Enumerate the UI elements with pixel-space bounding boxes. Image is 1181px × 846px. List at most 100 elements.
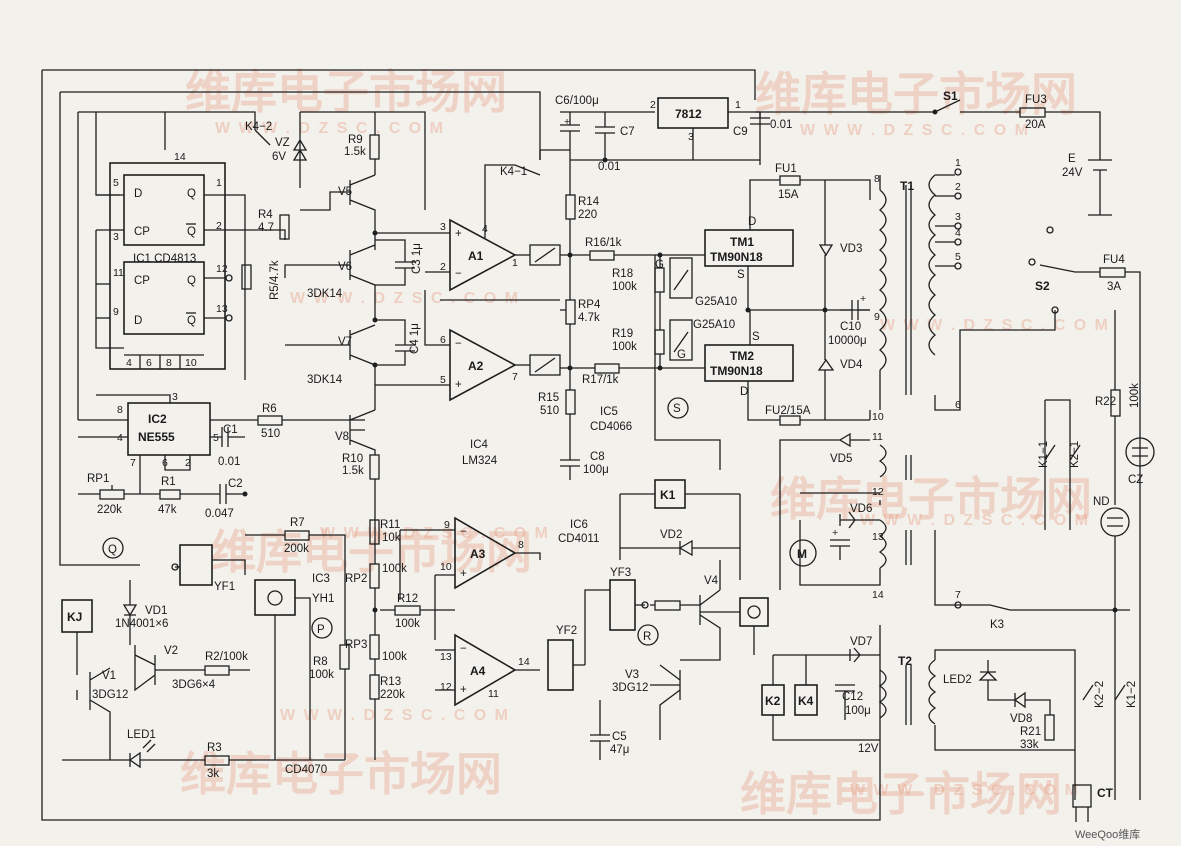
svg-text:1.5k: 1.5k	[344, 146, 366, 158]
svg-text:9: 9	[874, 311, 880, 323]
svg-text:R21: R21	[1020, 726, 1041, 738]
svg-text:9: 9	[444, 519, 450, 531]
svg-text:RP2: RP2	[345, 573, 367, 585]
svg-text:LED1: LED1	[127, 729, 156, 741]
svg-text:IC4: IC4	[470, 439, 489, 451]
svg-text:5: 5	[113, 177, 119, 189]
svg-text:3DK14: 3DK14	[307, 374, 343, 386]
svg-text:11: 11	[113, 267, 124, 279]
svg-text:E: E	[1068, 153, 1076, 165]
svg-text:A2: A2	[468, 359, 484, 373]
svg-text:1: 1	[512, 257, 518, 269]
svg-text:LM324: LM324	[462, 455, 498, 467]
svg-text:100k: 100k	[612, 341, 637, 353]
svg-text:+: +	[455, 228, 462, 240]
svg-text:8: 8	[166, 357, 172, 369]
svg-text:NE555: NE555	[138, 430, 175, 444]
opamp-a1: A1 + − 3 2 4 1 K4−1 R16/1k	[375, 149, 705, 292]
svg-text:Q: Q	[187, 188, 196, 200]
svg-text:TM2: TM2	[730, 349, 754, 363]
watermark-url: W W W . D Z S C . C O M	[215, 120, 445, 137]
svg-text:D: D	[134, 188, 142, 200]
svg-text:12: 12	[440, 681, 452, 693]
svg-text:C6/100μ: C6/100μ	[555, 95, 599, 107]
svg-text:7812: 7812	[675, 107, 702, 121]
svg-text:220k: 220k	[380, 689, 405, 701]
svg-text:FU2/15A: FU2/15A	[765, 405, 811, 417]
watermark-brand: 维库电子市场网	[770, 472, 1092, 526]
svg-text:CD4066: CD4066	[590, 421, 632, 433]
svg-text:2: 2	[955, 181, 961, 193]
svg-text:2: 2	[440, 261, 446, 273]
watermark-brand: 维库电子市场网	[210, 525, 532, 579]
svg-text:10: 10	[185, 357, 197, 369]
svg-text:−: −	[455, 268, 462, 280]
svg-text:RP1: RP1	[87, 473, 109, 485]
svg-text:RP4: RP4	[578, 299, 601, 311]
svg-text:1.5k: 1.5k	[342, 465, 364, 477]
svg-text:100k: 100k	[309, 669, 334, 681]
svg-text:V4: V4	[704, 575, 719, 587]
svg-text:R11: R11	[380, 519, 400, 531]
svg-text:K4−1: K4−1	[500, 166, 527, 178]
watermark-url: W W W . D Z S C . C O M	[860, 512, 1090, 529]
bus-wires	[41, 69, 890, 821]
svg-text:VD6: VD6	[850, 503, 872, 515]
svg-text:0.01: 0.01	[218, 456, 240, 468]
svg-text:+: +	[460, 568, 467, 580]
watermark-url: W W W . D Z S C . C O M	[320, 525, 550, 542]
svg-text:IC6: IC6	[570, 519, 588, 531]
svg-text:10000μ: 10000μ	[828, 335, 867, 347]
svg-text:P: P	[317, 624, 325, 636]
svg-text:V5: V5	[338, 186, 352, 198]
svg-text:VD4: VD4	[840, 359, 863, 371]
svg-text:6: 6	[146, 357, 152, 369]
footer-brand: WeeQoo维库	[1075, 828, 1140, 841]
svg-text:R6: R6	[262, 403, 277, 415]
svg-text:14: 14	[518, 656, 530, 668]
svg-text:8: 8	[874, 173, 880, 185]
svg-text:10k: 10k	[382, 532, 401, 544]
svg-text:+: +	[860, 293, 866, 305]
transformer-t1: T1 8 9 10 1 2 3 4 5 6	[872, 157, 1056, 423]
svg-text:VD2: VD2	[660, 529, 682, 541]
svg-text:1: 1	[955, 157, 961, 169]
svg-text:M: M	[797, 547, 807, 561]
svg-text:G: G	[677, 349, 686, 361]
opamp-a4: A4 − + 13 12 14 11 R12 100k RP3 100k R13…	[309, 565, 540, 760]
svg-text:LED2: LED2	[943, 674, 972, 686]
svg-text:V7: V7	[338, 336, 352, 348]
svg-text:IC2: IC2	[148, 412, 167, 426]
svg-text:IC3: IC3	[312, 573, 330, 585]
svg-text:FU1: FU1	[775, 163, 797, 175]
watermark-url: W W W . D Z S C . C O M	[800, 122, 1030, 139]
svg-text:11: 11	[872, 431, 883, 443]
svg-text:0.01: 0.01	[770, 119, 792, 131]
svg-text:100k: 100k	[382, 563, 407, 575]
svg-text:220: 220	[578, 209, 597, 221]
svg-text:R: R	[643, 631, 651, 643]
svg-text:4.7: 4.7	[258, 222, 274, 234]
svg-text:VD7: VD7	[850, 636, 872, 648]
svg-text:CP: CP	[134, 226, 150, 238]
svg-text:5: 5	[213, 432, 219, 444]
svg-text:S1: S1	[943, 89, 958, 103]
ic1-cd4813: D CP Q Q CP D Q Q IC1 CD4813 14 5 3 1 2 …	[95, 151, 286, 380]
svg-text:V8: V8	[335, 431, 349, 443]
svg-text:V2: V2	[164, 645, 178, 657]
svg-text:10: 10	[440, 561, 452, 573]
svg-text:VZ: VZ	[275, 137, 290, 149]
svg-text:V3: V3	[625, 669, 639, 681]
motor-section: M VD6 +	[789, 503, 880, 567]
junction-dots	[242, 157, 1118, 613]
transformer-t1-lower: 11 12 13 14 7 K3	[799, 431, 1130, 631]
svg-text:FU4: FU4	[1103, 254, 1125, 266]
svg-text:−: −	[460, 526, 467, 538]
svg-text:S2: S2	[1035, 279, 1050, 293]
svg-text:6: 6	[440, 334, 446, 346]
supply-section: S1 FU3 20A E 24V	[890, 89, 1112, 216]
transistor-chain: K4−2 VZ 6V R9 1.5k V5 R4 4.7 V6 R5/4.7k …	[241, 112, 423, 520]
svg-text:33k: 33k	[1020, 739, 1039, 751]
svg-text:+: +	[460, 684, 467, 696]
